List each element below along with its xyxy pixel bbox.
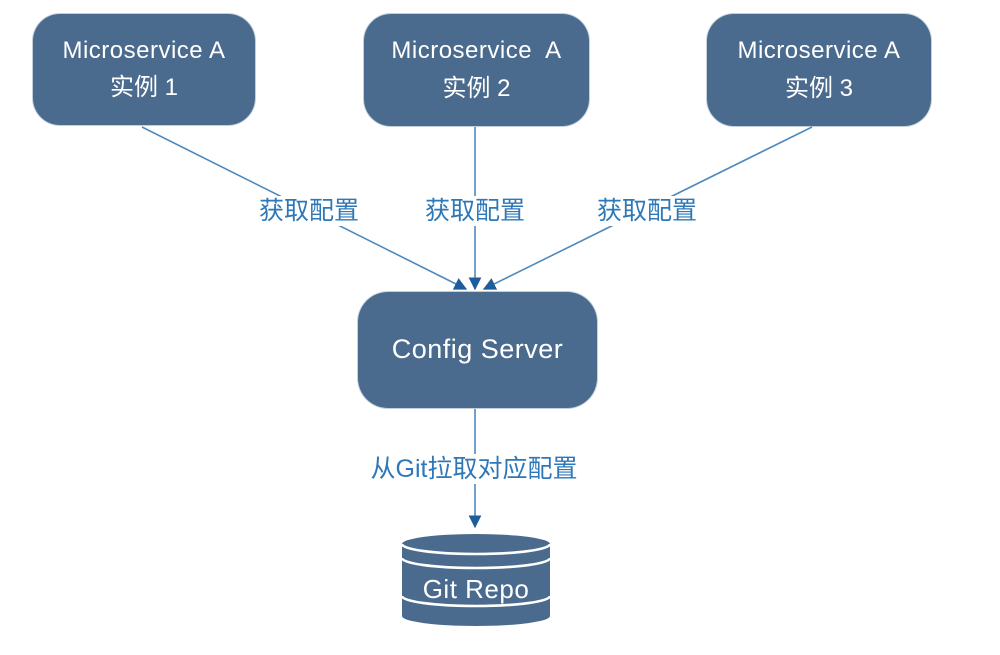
node-subtitle: 实例 2 [442,74,511,102]
edge-label-fetch-3: 获取配置 [591,196,703,226]
cylinder-separator-2 [400,595,552,608]
database-cylinder-icon [402,534,550,626]
node-title: Config Server [391,334,564,365]
node-microservice-a-instance-1: Microservice A 实例 1 [33,14,255,125]
node-microservice-a-instance-3: Microservice A 实例 3 [707,14,931,126]
node-config-server: Config Server [358,292,597,408]
cylinder-top-ellipse-edge [400,543,552,556]
node-microservice-a-instance-2: Microservice A 实例 2 [364,14,589,126]
edge-label-fetch-1: 获取配置 [253,196,365,226]
node-subtitle: 实例 3 [784,74,853,102]
edge-label-pull: 从Git拉取对应配置 [365,454,583,484]
node-title: Microservice A [62,36,226,64]
node-title: Microservice A [391,37,562,65]
git-repo-label: Git Repo [423,574,530,604]
node-subtitle: 实例 1 [109,74,178,101]
edge-label-fetch-2: 获取配置 [419,196,531,226]
cylinder-separator-1 [400,557,552,570]
node-title: Microservice A [737,37,901,65]
node-git-repo: Git Repo [400,534,552,626]
